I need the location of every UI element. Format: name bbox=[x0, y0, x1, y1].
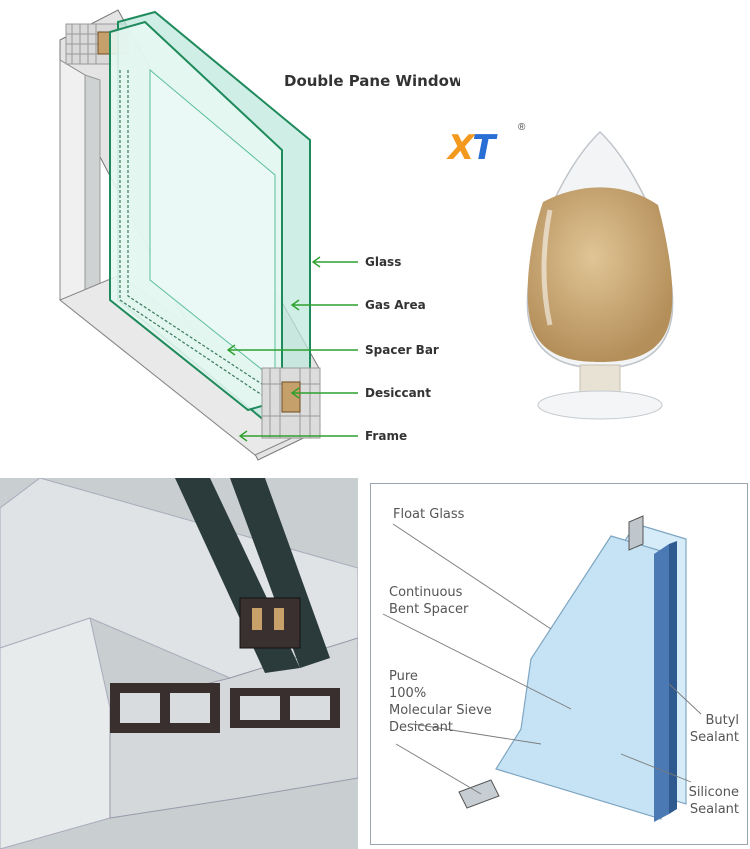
flask-neck bbox=[579, 364, 621, 396]
spacer-line-1 bbox=[119, 70, 263, 396]
label-desiccant: Desiccant bbox=[365, 386, 431, 400]
aluminum-frame-profile-photo bbox=[0, 478, 358, 849]
label-spacer-bar: Spacer Bar bbox=[365, 343, 439, 357]
flask-beads bbox=[527, 187, 673, 362]
spacer-bar bbox=[628, 515, 644, 551]
label-butyl-sealant: Butyl Sealant bbox=[689, 713, 739, 745]
spacer-bottom bbox=[458, 779, 500, 809]
desiccant-window-2 bbox=[274, 608, 284, 630]
desiccant-bottom bbox=[281, 381, 301, 413]
label-leaders bbox=[226, 256, 358, 442]
flask-illustration bbox=[526, 130, 674, 420]
label-glass: Glass bbox=[365, 255, 402, 269]
desiccant-window-1 bbox=[252, 608, 262, 630]
leader-lines bbox=[382, 523, 702, 795]
spacer-cavity bbox=[239, 597, 301, 649]
profile-front bbox=[0, 617, 111, 849]
flask-base bbox=[537, 390, 663, 420]
window-section-illustration bbox=[59, 9, 358, 461]
diagram-title: Double Pane Window bbox=[284, 72, 460, 90]
desiccant-flask-photo bbox=[430, 110, 750, 450]
double-pane-window-diagram: Double Pane Window Glass Gas Area Spacer… bbox=[0, 0, 460, 470]
insulated-glass-unit-diagram: Float Glass Continuous Bent Spacer Pure … bbox=[370, 483, 748, 845]
brand-logo: XT bbox=[448, 128, 495, 168]
spacer-line-2 bbox=[127, 70, 269, 389]
igu-illustration bbox=[382, 515, 702, 822]
frame-profile-illustration bbox=[0, 478, 358, 849]
label-frame: Frame bbox=[365, 429, 408, 443]
registered-mark: ® bbox=[518, 122, 526, 133]
label-gas-area: Gas Area bbox=[365, 298, 426, 312]
silicone-band bbox=[654, 544, 669, 822]
label-continuous-bent-spacer: Continuous Bent Spacer bbox=[389, 585, 469, 617]
glass-strip-2 bbox=[230, 478, 330, 668]
label-silicone-sealant: Silicone Sealant bbox=[688, 785, 739, 817]
label-float-glass: Float Glass bbox=[393, 507, 465, 522]
butyl-band bbox=[669, 541, 677, 814]
label-molecular-sieve-desiccant: Pure 100% Molecular Sieve Desiccant bbox=[389, 669, 492, 735]
pane-front bbox=[495, 535, 662, 820]
